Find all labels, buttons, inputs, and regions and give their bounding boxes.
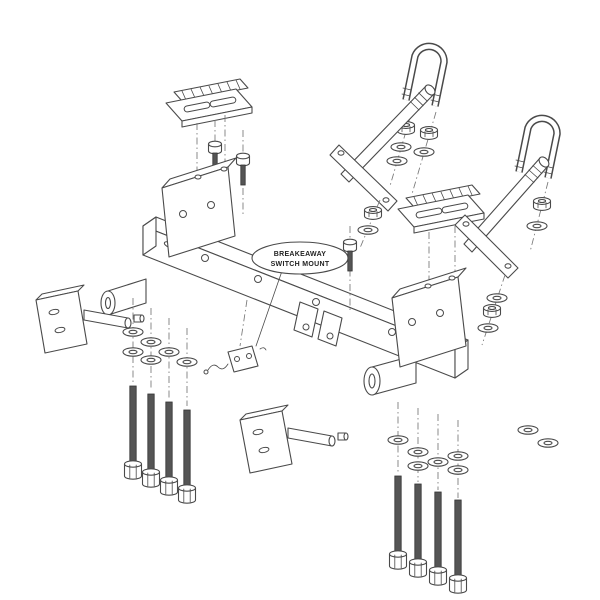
slotted-clamp-plate	[165, 88, 253, 128]
hex-nut	[482, 304, 502, 318]
fastener-group-left	[122, 298, 198, 504]
centerline	[529, 181, 549, 253]
centerline	[481, 274, 506, 346]
centerline	[239, 299, 248, 347]
support-arm	[340, 84, 436, 183]
bolt-hole	[201, 254, 209, 262]
flat-washer	[477, 323, 499, 333]
right-receiver-tube	[363, 354, 417, 396]
breakaway-switch-assembly	[203, 299, 267, 375]
flat-washer	[390, 142, 412, 152]
flat-washer	[140, 337, 162, 347]
main-crossbar	[142, 216, 469, 379]
flat-washer	[517, 425, 539, 435]
left-mounting-bracket	[161, 157, 237, 258]
attachment-bar	[329, 144, 398, 212]
flat-washer	[427, 457, 449, 467]
bolt-hole	[388, 328, 396, 336]
left-baseplate-bracket	[35, 284, 145, 354]
spare-washers	[517, 425, 559, 448]
flat-washer	[413, 147, 435, 157]
flat-washer	[122, 347, 144, 357]
callout-bubble	[251, 241, 349, 275]
breakaway-switch-bracket	[227, 345, 259, 373]
flat-washer	[122, 327, 144, 337]
hex-nut	[363, 206, 383, 220]
thread-ticks	[409, 92, 428, 111]
flat-washer	[140, 355, 162, 365]
support-arm-assembly-1	[329, 42, 448, 249]
flat-washer	[526, 221, 548, 231]
hex-bolt-long	[448, 499, 468, 594]
hex-bolt-long	[123, 385, 143, 480]
support-arm-assembly-2	[454, 114, 561, 346]
hex-bolt-long	[141, 393, 161, 488]
breakaway-switch-cable	[207, 363, 229, 371]
right-mounting-bracket-assembly	[342, 184, 485, 368]
hex-nut	[532, 197, 552, 211]
thread-ticks	[524, 165, 543, 183]
callout-text-line1: BREAKEAWAY	[274, 251, 327, 258]
flat-washer	[158, 347, 180, 357]
flat-washer	[447, 465, 469, 475]
locking-pin	[133, 314, 145, 323]
flat-washer	[387, 435, 409, 445]
hex-bolt-long	[388, 475, 408, 570]
hitch-tabs	[293, 301, 343, 347]
clamp-bar	[405, 184, 481, 208]
flat-washer	[447, 451, 469, 461]
locking-pin	[337, 432, 349, 441]
bolt-hole	[254, 275, 262, 283]
leader-line	[255, 270, 283, 347]
hex-nut	[419, 126, 439, 140]
flat-washer	[357, 225, 379, 235]
slot	[441, 202, 469, 214]
hex-bolt-long	[177, 409, 197, 504]
slot	[209, 96, 237, 108]
clamp-bar	[173, 78, 249, 102]
flat-washer	[407, 461, 429, 471]
hatch-lines	[413, 185, 473, 207]
hex-bolt-long	[159, 401, 179, 496]
flat-washer	[407, 447, 429, 457]
hex-bolt-long	[428, 491, 448, 586]
cable-hook	[259, 347, 267, 351]
centerline	[359, 199, 381, 249]
u-bolt	[401, 42, 448, 107]
hex-bolt-short	[235, 152, 251, 186]
bolt-hole	[312, 298, 320, 306]
callout-label: BREAKEAWAY SWITCH MOUNT	[251, 241, 349, 347]
support-arm	[463, 156, 550, 253]
cable-ring	[203, 369, 209, 375]
right-mounting-bracket	[391, 267, 467, 368]
bracket-arm	[287, 427, 336, 447]
flat-washer	[537, 438, 559, 448]
left-receiver-tube	[100, 278, 147, 316]
fastener-group-right	[387, 402, 469, 594]
callout-text-line2: SWITCH MOUNT	[271, 261, 330, 268]
attachment-bar	[454, 214, 519, 279]
flat-washer	[176, 357, 198, 367]
flat-washer	[386, 156, 408, 166]
left-mounting-bracket-assembly	[161, 78, 253, 258]
lower-baseplate-bracket	[239, 404, 349, 474]
hex-bolt-long	[408, 483, 428, 578]
flat-washer	[486, 293, 508, 303]
